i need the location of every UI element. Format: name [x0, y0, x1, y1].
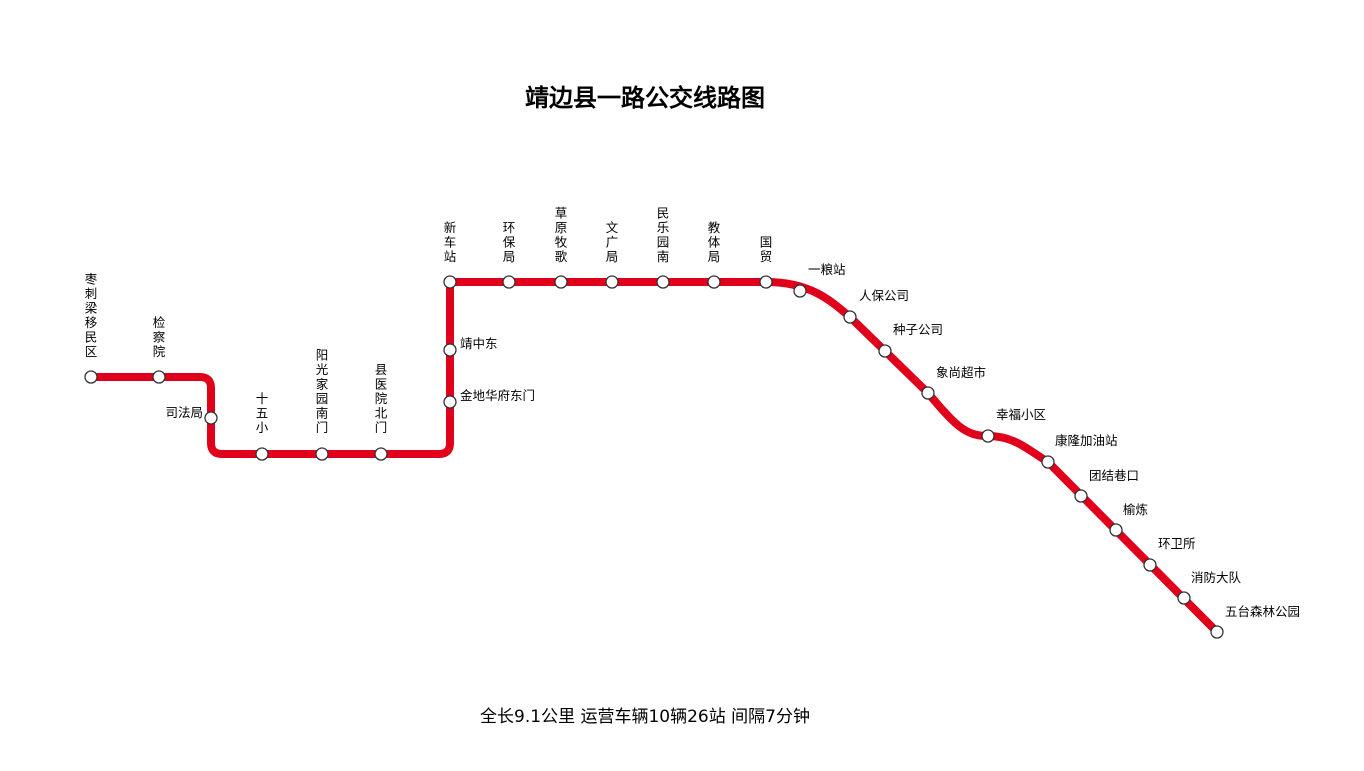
station-label: 教体局 — [708, 220, 721, 264]
station-marker[interactable] — [374, 447, 388, 461]
station-1[interactable]: 枣刺梁移民区 — [84, 272, 98, 384]
station-marker[interactable] — [502, 275, 516, 289]
station-12[interactable]: 文广局 — [605, 220, 619, 289]
station-marker[interactable] — [1177, 591, 1191, 605]
station-marker[interactable] — [605, 275, 619, 289]
station-label: 县医院北门 — [375, 362, 388, 435]
station-label: 人保公司 — [859, 288, 909, 303]
station-label: 文广局 — [606, 220, 619, 264]
station-marker[interactable] — [1109, 523, 1123, 537]
station-label: 国贸 — [760, 235, 773, 265]
station-label: 枣刺梁移民区 — [85, 272, 98, 360]
station-label: 五台森林公园 — [1225, 604, 1300, 619]
station-marker[interactable] — [921, 386, 935, 400]
station-22[interactable]: 团结巷口 — [1074, 468, 1139, 503]
station-label: 阳光家园南门 — [316, 348, 329, 436]
station-25[interactable]: 消防大队 — [1177, 570, 1242, 605]
station-marker[interactable] — [1074, 489, 1088, 503]
station-3[interactable]: 司法局 — [165, 405, 218, 425]
station-marker[interactable] — [759, 275, 773, 289]
station-label: 榆炼 — [1123, 502, 1148, 517]
station-16[interactable]: 一粮站 — [793, 262, 846, 298]
station-label: 靖中东 — [460, 336, 498, 351]
station-21[interactable]: 康隆加油站 — [1041, 433, 1118, 469]
station-label: 康隆加油站 — [1055, 433, 1118, 448]
station-label: 消防大队 — [1191, 570, 1242, 585]
station-label: 一粮站 — [808, 262, 846, 277]
station-label: 新车站 — [444, 220, 457, 264]
station-marker[interactable] — [707, 275, 721, 289]
station-marker[interactable] — [84, 370, 98, 384]
station-marker[interactable] — [255, 447, 269, 461]
station-marker[interactable] — [1143, 558, 1157, 572]
station-marker[interactable] — [1041, 455, 1055, 469]
station-8[interactable]: 靖中东 — [443, 336, 498, 357]
station-19[interactable]: 象尚超市 — [921, 365, 986, 400]
station-14[interactable]: 教体局 — [707, 220, 721, 289]
station-label: 十五小 — [256, 391, 269, 435]
station-6[interactable]: 县医院北门 — [374, 362, 388, 461]
station-15[interactable]: 国贸 — [759, 235, 773, 289]
page-title: 靖边县一路公交线路图 — [525, 84, 765, 112]
station-label: 种子公司 — [893, 322, 943, 337]
station-11[interactable]: 草原牧歌 — [554, 206, 568, 289]
station-label: 环卫所 — [1158, 536, 1196, 551]
station-2[interactable]: 检察院 — [152, 315, 166, 384]
station-label: 检察院 — [153, 315, 166, 359]
station-marker[interactable] — [152, 370, 166, 384]
station-20[interactable]: 幸福小区 — [981, 407, 1046, 443]
station-7[interactable]: 金地华府东门 — [443, 388, 535, 409]
station-marker[interactable] — [878, 344, 892, 358]
station-9[interactable]: 新车站 — [443, 220, 457, 289]
station-marker[interactable] — [443, 343, 457, 357]
station-label: 金地华府东门 — [460, 388, 535, 403]
station-marker[interactable] — [793, 284, 807, 298]
station-marker[interactable] — [204, 411, 218, 425]
station-marker[interactable] — [315, 447, 329, 461]
station-label: 团结巷口 — [1089, 468, 1139, 483]
station-label: 民乐园南 — [657, 206, 670, 265]
station-marker[interactable] — [843, 310, 857, 324]
station-26[interactable]: 五台森林公园 — [1210, 604, 1300, 639]
station-marker[interactable] — [656, 275, 670, 289]
station-label: 象尚超市 — [936, 365, 986, 380]
station-10[interactable]: 环保局 — [502, 220, 516, 289]
station-marker[interactable] — [443, 275, 457, 289]
station-24[interactable]: 环卫所 — [1143, 536, 1196, 572]
station-5[interactable]: 阳光家园南门 — [315, 348, 329, 461]
station-marker[interactable] — [1210, 625, 1224, 639]
station-4[interactable]: 十五小 — [255, 391, 269, 461]
station-marker[interactable] — [443, 395, 457, 409]
station-17[interactable]: 人保公司 — [843, 288, 909, 324]
station-marker[interactable] — [981, 429, 995, 443]
station-label: 幸福小区 — [996, 407, 1046, 422]
station-18[interactable]: 种子公司 — [878, 322, 943, 358]
route-summary: 全长9.1公里 运营车辆10辆26站 间隔7分钟 — [480, 707, 810, 727]
station-label: 草原牧歌 — [555, 206, 568, 265]
station-13[interactable]: 民乐园南 — [656, 206, 670, 289]
station-label: 环保局 — [503, 220, 516, 264]
station-marker[interactable] — [554, 275, 568, 289]
station-label: 司法局 — [165, 405, 203, 420]
station-23[interactable]: 榆炼 — [1109, 502, 1148, 537]
